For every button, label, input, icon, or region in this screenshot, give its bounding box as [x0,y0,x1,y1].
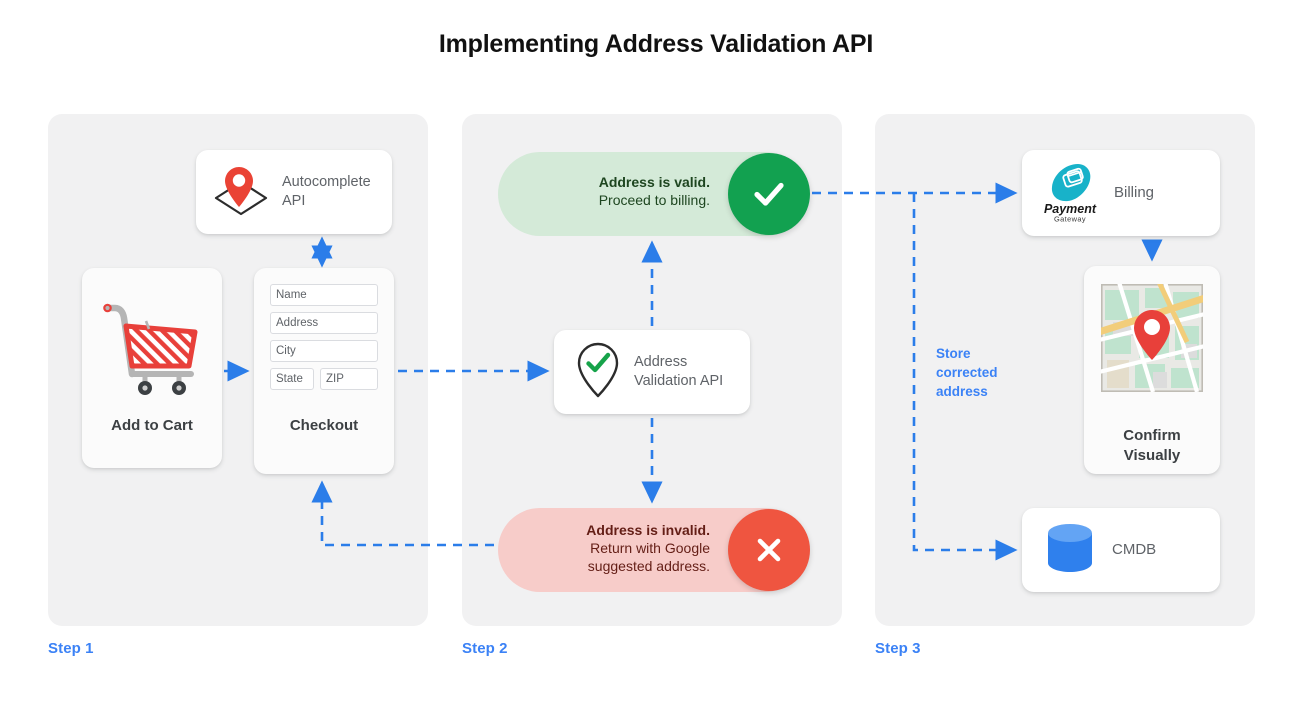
checkout-card[interactable]: Name Address City State ZIP Checkout [254,268,394,474]
check-icon [728,153,810,235]
autocomplete-api-label: Autocomplete API [282,174,371,209]
confirm-visually-card[interactable]: Confirm Visually [1084,266,1220,474]
state-zip-row: State ZIP [270,368,378,390]
address-validation-api-label: Address Validation API [634,354,724,389]
checkout-form: Name Address City State ZIP [270,284,378,396]
checkout-title: Checkout [289,417,359,434]
cmdb-card[interactable]: CMDB [1022,508,1220,592]
billing-card[interactable]: Payment Gateway Billing [1022,150,1220,236]
database-icon [1042,519,1098,582]
add-to-cart-card[interactable]: Add to Cart [82,268,222,468]
page-title: Implementing Address Validation API [438,30,874,58]
close-icon [728,509,810,591]
map-pin-check-icon [570,339,626,406]
address-valid-text: Address is valid. Proceed to billing. [599,174,710,210]
address-valid-headline: Address is valid. [598,174,710,190]
address-field[interactable]: Address [270,312,378,334]
address-valid-detail: Proceed to billing. [598,191,710,208]
cmdb-label: CMDB [1112,541,1157,559]
svg-text:Payment: Payment [1044,202,1097,216]
step-3-label: Step 3 [875,640,921,657]
zip-field[interactable]: ZIP [320,368,378,390]
address-invalid-text: Address is invalid. Return with Google s… [586,522,710,576]
svg-text:Gateway: Gateway [1054,214,1086,223]
payment-gateway-logo: Payment Gateway [1034,158,1106,229]
address-invalid-headline: Address is invalid. [586,522,710,538]
autocomplete-api-card[interactable]: Autocomplete API [196,150,392,234]
map-pin-diamond-icon [210,162,272,223]
address-invalid-detail-1: Return with Google [590,539,710,556]
state-field[interactable]: State [270,368,314,390]
name-field[interactable]: Name [270,284,378,306]
address-validation-api-card[interactable]: Address Validation API [554,330,750,414]
store-corrected-address-note: Store corrected address [936,346,998,400]
confirm-visually-title: Confirm Visually [1123,427,1181,465]
address-invalid-pill: Address is invalid. Return with Google s… [498,508,810,592]
map-thumbnail-icon [1097,280,1207,397]
step-1-label: Step 1 [48,640,94,657]
step-2-label: Step 2 [462,640,508,657]
billing-label: Billing [1114,184,1155,202]
address-valid-pill: Address is valid. Proceed to billing. [498,152,810,236]
add-to-cart-title: Add to Cart [111,417,193,434]
city-field[interactable]: City [270,340,378,362]
address-invalid-detail-2: suggested address. [587,557,710,574]
shopping-cart-icon [82,286,222,406]
